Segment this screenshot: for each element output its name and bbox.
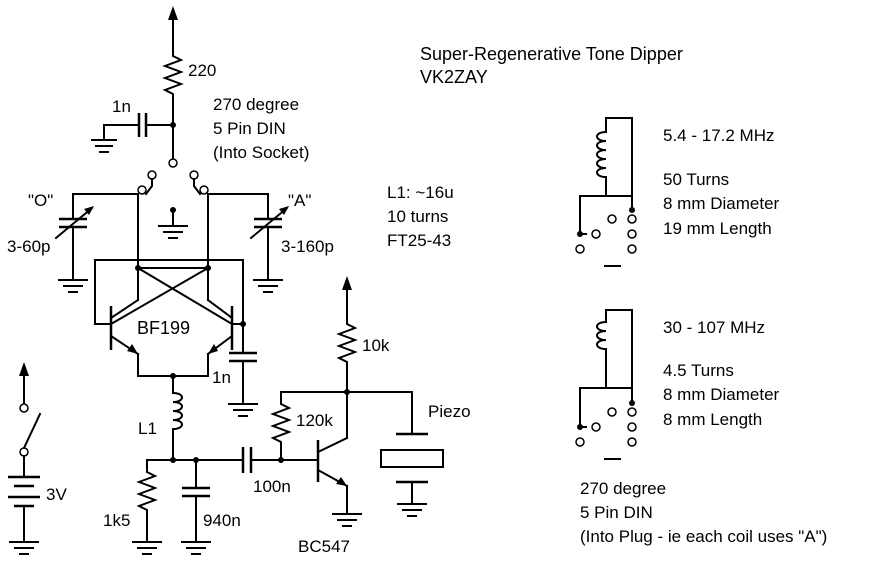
din-socket (137, 158, 209, 195)
din-plug-label-3: (Into Plug - ie each coil uses "A") (580, 527, 827, 546)
variable-capacitor-o-value: 3-60p (7, 237, 50, 256)
coil1-diameter: 8 mm Diameter (663, 194, 780, 213)
l1-spec-core: FT25-43 (387, 231, 451, 250)
variable-capacitor-a (249, 193, 289, 279)
resistor-1k5-label: 1k5 (103, 511, 130, 530)
capacitor-940n (182, 459, 210, 541)
ground-symbol-piezo (397, 503, 427, 517)
supply-arrow-right (342, 276, 352, 319)
inductor-l1 (171, 391, 183, 431)
resistor-220-label: 220 (188, 61, 216, 80)
transistor-bc547-label: BC547 (298, 537, 350, 556)
coil2-length: 8 mm Length (663, 410, 762, 429)
ground-symbol-cap-a (253, 279, 283, 293)
coil-plug-2 (575, 309, 637, 460)
variable-capacitor-a-name: "A" (288, 191, 311, 210)
resistor-120k-label: 120k (296, 411, 333, 430)
diagram-author: VK2ZAY (420, 67, 488, 87)
capacitor-1n-right (229, 321, 257, 403)
supply-arrow-battery (19, 362, 29, 404)
variable-capacitor-o-name: "O" (28, 191, 53, 210)
resistor-120k (270, 391, 292, 461)
variable-capacitor-o (54, 193, 94, 279)
l1-spec-turns: 10 turns (387, 207, 448, 226)
ground-symbol-cap-o (58, 279, 88, 293)
coil2-turns: 4.5 Turns (663, 361, 734, 380)
power-switch (19, 403, 42, 457)
capacitor-1n-right-label: 1n (212, 368, 231, 387)
l1-spec-inductance: L1: ~16u (387, 183, 454, 202)
ground-symbol-1k5 (132, 541, 162, 555)
battery-3v (8, 455, 40, 541)
transistor-bf199-right (206, 277, 234, 356)
ground-symbol-bc547 (332, 513, 362, 527)
capacitor-100n-label: 100n (253, 477, 291, 496)
battery-label: 3V (46, 485, 67, 504)
din-socket-label-2: 5 Pin DIN (213, 119, 286, 138)
resistor-1k5 (136, 459, 158, 541)
transistor-bf199-label: BF199 (137, 318, 190, 338)
inductor-l1-label: L1 (138, 419, 157, 438)
supply-arrow-top (168, 6, 178, 51)
ground-symbol-1n-right (228, 403, 258, 417)
resistor-10k-label: 10k (362, 336, 390, 355)
capacitor-1n-decoupling (103, 113, 174, 139)
ground-symbol-940n (181, 541, 211, 555)
transistor-bc547 (316, 391, 349, 513)
coil1-length: 19 mm Length (663, 219, 772, 238)
transistor-bf199-left (109, 277, 140, 356)
din-plug-label-2: 5 Pin DIN (580, 503, 653, 522)
resistor-220 (162, 49, 184, 101)
variable-capacitor-a-value: 3-160p (281, 237, 334, 256)
coil1-frequency-range: 5.4 - 17.2 MHz (663, 126, 775, 145)
capacitor-1n-top-label: 1n (112, 97, 131, 116)
resistor-10k (336, 317, 358, 393)
din-socket-label-1: 270 degree (213, 95, 299, 114)
coil2-diameter: 8 mm Diameter (663, 385, 780, 404)
ground-symbol-decoupling (91, 139, 117, 153)
coil2-frequency-range: 30 - 107 MHz (663, 318, 765, 337)
capacitor-940n-label: 940n (203, 511, 241, 530)
coil-plug-1 (575, 117, 637, 267)
din-socket-label-3: (Into Socket) (213, 143, 309, 162)
piezo-label: Piezo (428, 402, 471, 421)
piezo-buzzer (380, 391, 444, 503)
capacitor-100n (241, 447, 319, 473)
coil1-turns: 50 Turns (663, 170, 729, 189)
din-plug-label-1: 270 degree (580, 479, 666, 498)
ground-symbol-socket (158, 207, 188, 239)
ground-symbol-battery (9, 541, 39, 555)
diagram-title: Super-Regenerative Tone Dipper (420, 44, 683, 64)
